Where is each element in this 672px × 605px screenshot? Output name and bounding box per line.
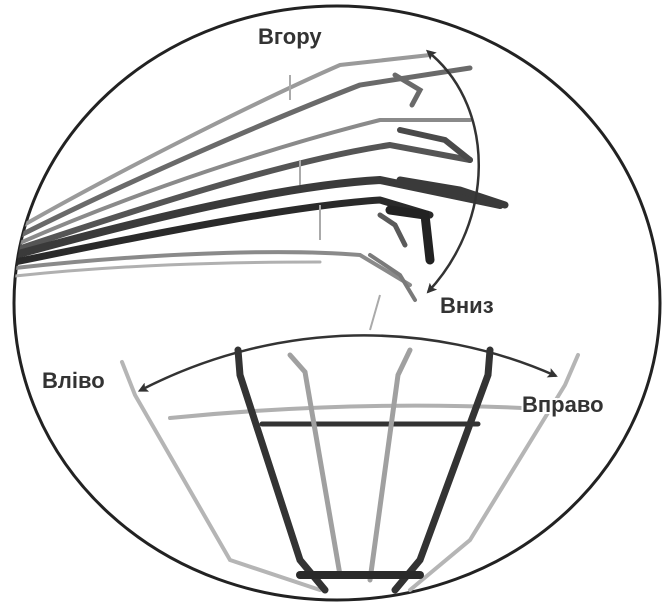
label-up: Вгору xyxy=(258,24,322,49)
label-right: Вправо xyxy=(522,392,604,417)
label-left: Вліво xyxy=(42,368,105,393)
label-down: Вниз xyxy=(440,293,494,318)
